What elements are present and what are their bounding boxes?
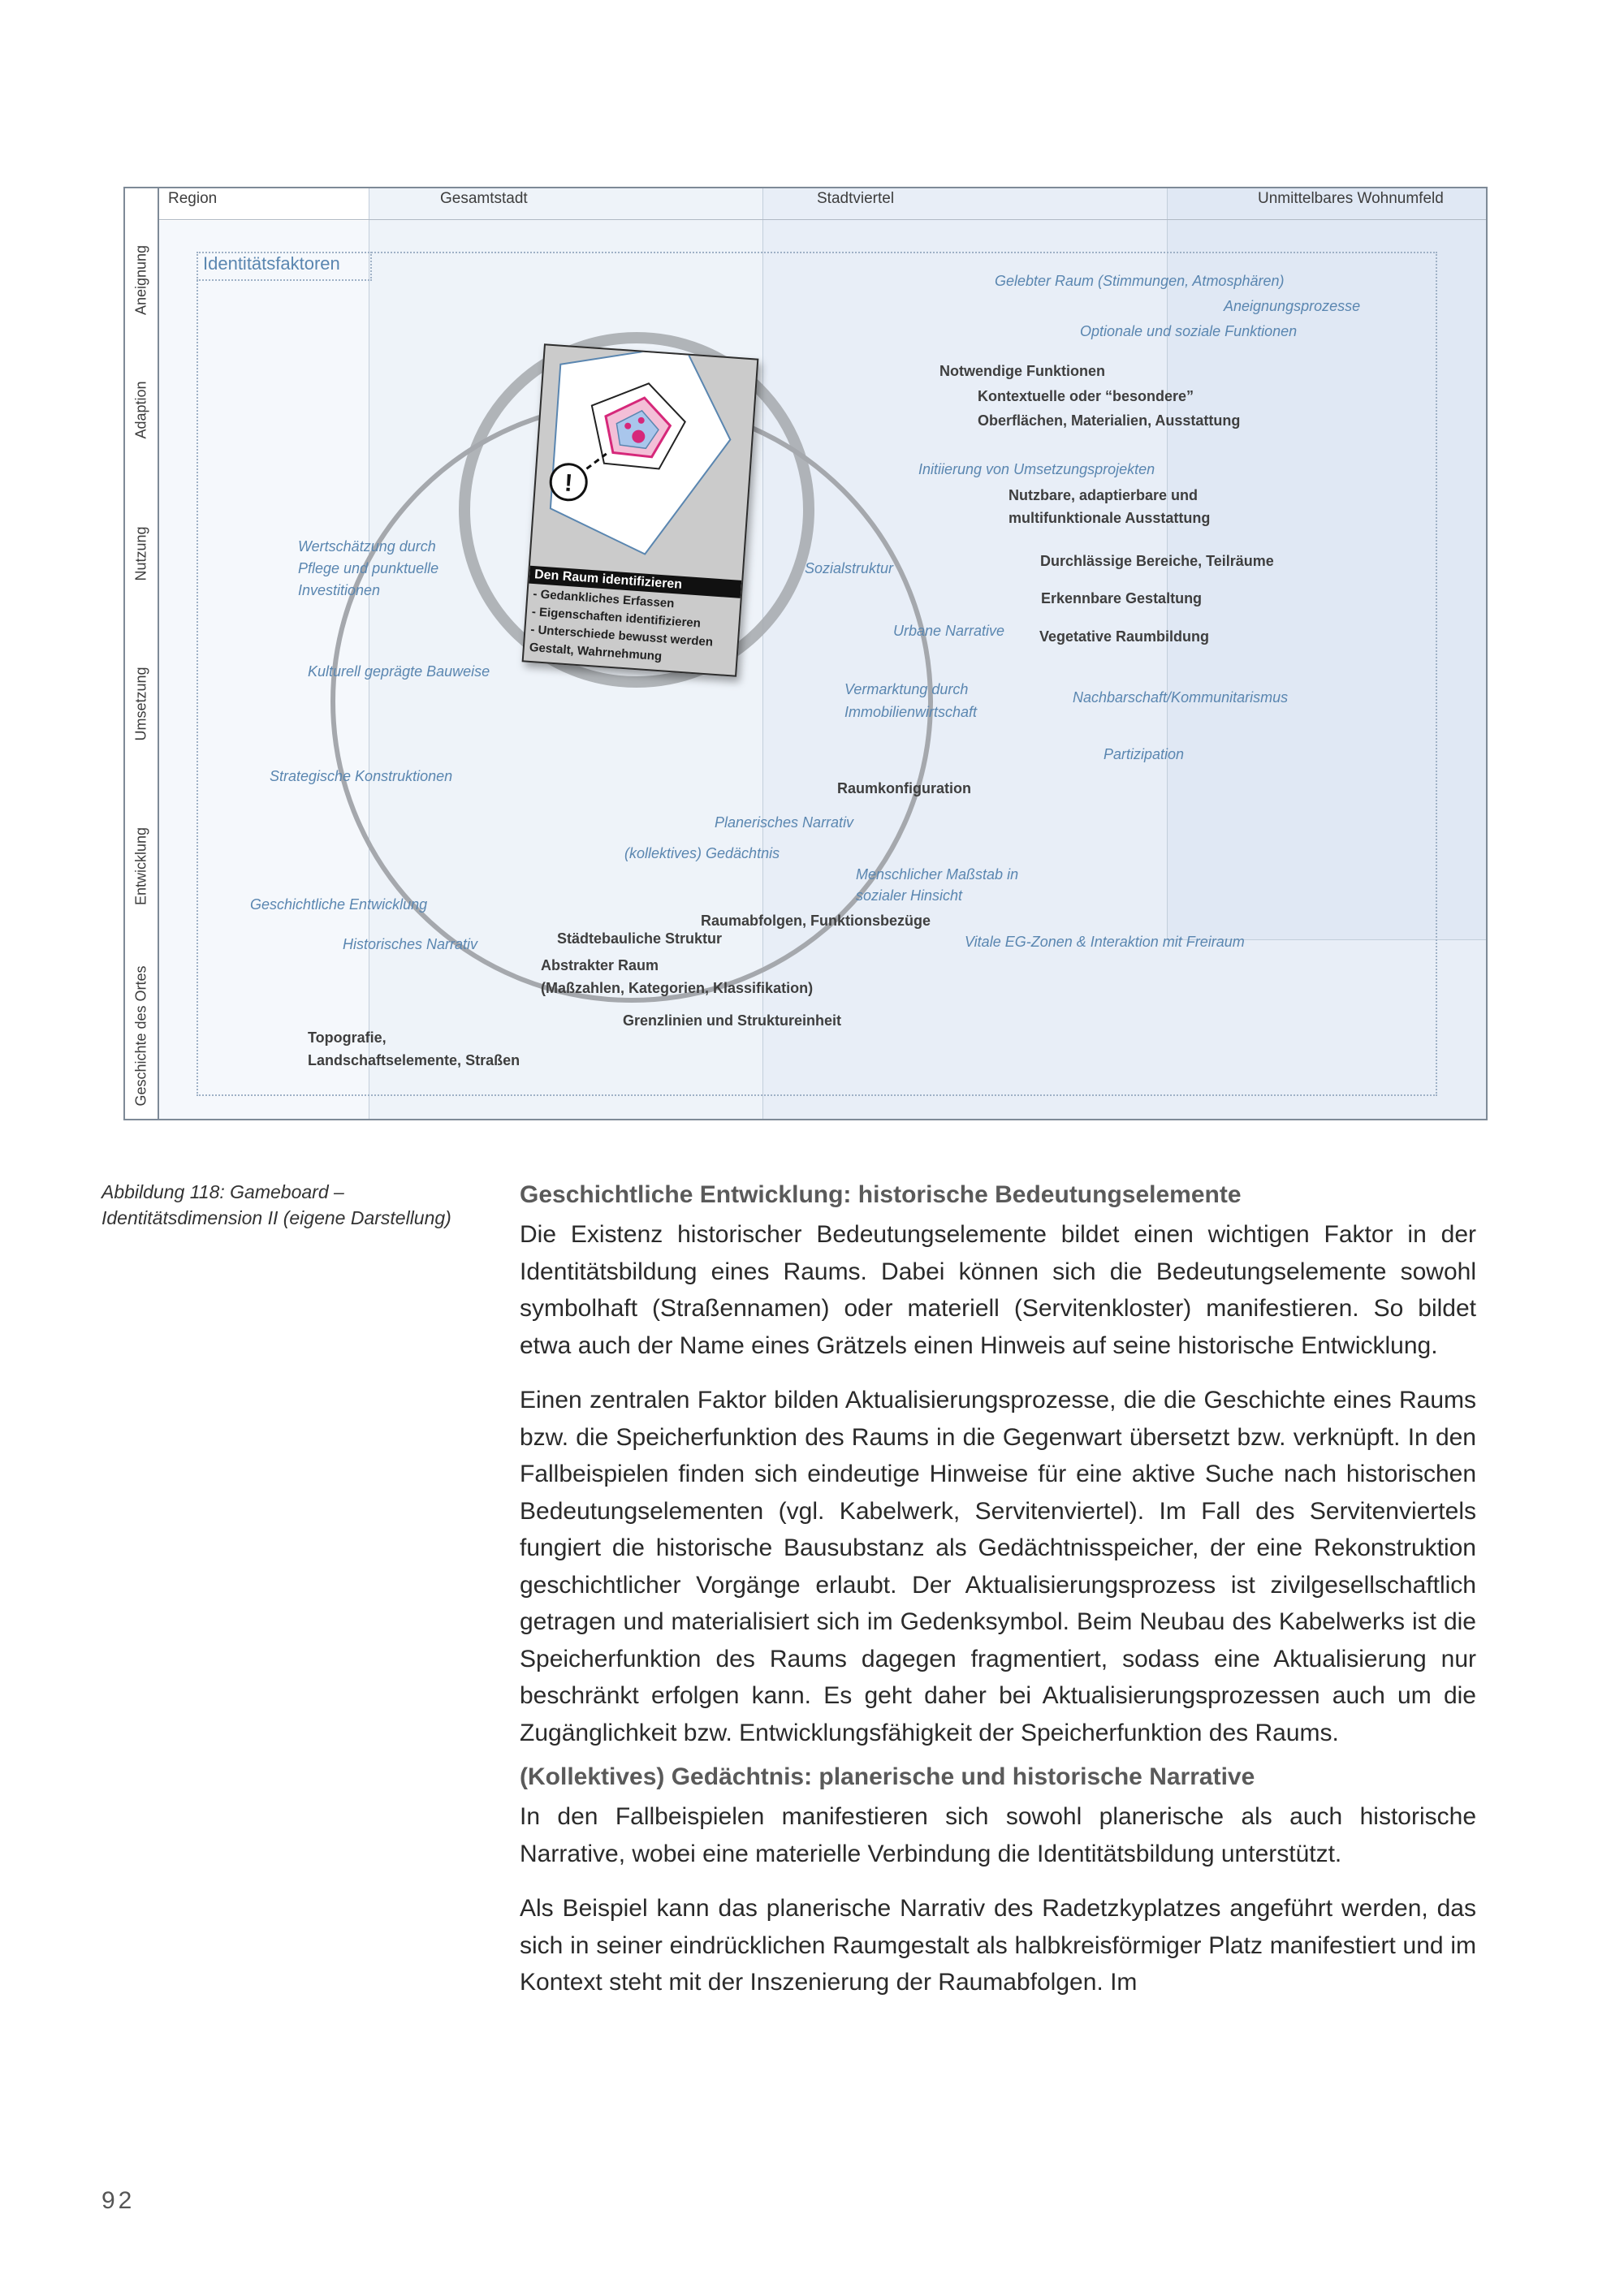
label-vegetative: Vegetative Raumbildung bbox=[1039, 628, 1210, 645]
label-partizipation: Partizipation bbox=[1104, 746, 1185, 762]
label-menschlicher-2: sozialer Hinsicht bbox=[856, 887, 963, 904]
label-kollektives: (kollektives) Gedächtnis bbox=[624, 845, 780, 861]
header-divider bbox=[158, 219, 1486, 220]
label-abstrakter-2: (Maßzahlen, Kategorien, Klassifikation) bbox=[541, 980, 814, 996]
label-erkennbare: Erkennbare Gestaltung bbox=[1041, 590, 1203, 606]
label-kulturell: Kulturell geprägte Bauweise bbox=[308, 663, 490, 680]
figure-caption: Abbildung 118: Gameboard – Identitätsdim… bbox=[102, 1179, 508, 1231]
label-geschichtliche: Geschichtliche Entwicklung bbox=[250, 896, 428, 913]
identitaetsfaktoren-label: Identitätsfaktoren bbox=[203, 253, 340, 274]
dot-large bbox=[632, 429, 646, 443]
exclamation-icon: ! bbox=[564, 469, 573, 497]
zone-wohnumfeld bbox=[1167, 188, 1486, 940]
row-label-column bbox=[125, 188, 159, 1119]
label-wertschaetzung-2: Pflege und punktuelle bbox=[298, 560, 439, 576]
caption-line: Abbildung 118: Gameboard – bbox=[102, 1181, 344, 1202]
label-wertschaetzung-3: Investitionen bbox=[298, 582, 381, 598]
label-aneignungsprozesse: Aneignungsprozesse bbox=[1224, 298, 1361, 314]
label-urbane-narrative: Urbane Narrative bbox=[893, 623, 1005, 639]
label-topografie-2: Landschaftselemente, Straßen bbox=[308, 1052, 520, 1068]
dot-small-1 bbox=[624, 422, 632, 429]
label-vermarktung-1: Vermarktung durch bbox=[844, 681, 969, 697]
label-planerisches: Planerisches Narrativ bbox=[715, 814, 854, 831]
paragraph: Als Beispiel kann das planerische Narrat… bbox=[520, 1895, 1476, 1996]
label-kontextuelle-2: Oberflächen, Materialien, Ausstattung bbox=[978, 412, 1241, 429]
paragraph: In den Fallbeispielen manifestieren sich… bbox=[520, 1803, 1476, 1867]
paragraph: Die Existenz historischer Bedeutungselem… bbox=[520, 1221, 1476, 1359]
label-gelebter-raum: Gelebter Raum (Stimmungen, Atmosphären) bbox=[995, 273, 1285, 289]
game-card: ! Den Raum identifizieren - Gedankliches… bbox=[521, 343, 759, 677]
identitaetsfaktoren-frame bbox=[197, 252, 1437, 1096]
label-nutzbare-2: multifunktionale Ausstattung bbox=[1009, 510, 1211, 526]
label-optionale: Optionale und soziale Funktionen bbox=[1080, 323, 1298, 339]
gameboard-figure: Region Gesamtstadt Stadtviertel Unmittel… bbox=[123, 187, 1488, 1120]
card-illustration: ! bbox=[549, 345, 732, 555]
label-staedtebauliche: Städtebauliche Struktur bbox=[557, 930, 723, 947]
label-nutzbare-1: Nutzbare, adaptierbare und bbox=[1009, 487, 1199, 503]
label-raumabfolgen: Raumabfolgen, Funktionsbezüge bbox=[701, 913, 931, 929]
label-vitale: Vitale EG-Zonen & Interaktion mit Freira… bbox=[965, 934, 1245, 950]
label-menschlicher-1: Menschlicher Maßstab in bbox=[856, 866, 1019, 883]
card-list: - Gedankliches Erfassen - Eigenschaften … bbox=[529, 585, 737, 671]
label-vermarktung-2: Immobilienwirtschaft bbox=[844, 704, 978, 720]
label-topografie-1: Topografie, bbox=[308, 1029, 387, 1046]
label-historisches: Historisches Narrativ bbox=[343, 936, 478, 952]
section-heading: Geschichtliche Entwicklung: historische … bbox=[520, 1181, 1242, 1208]
label-sozialstruktur: Sozialstruktur bbox=[805, 560, 894, 576]
col-header-wohnumfeld: Unmittelbares Wohnumfeld bbox=[1258, 190, 1444, 207]
blue-pentagon bbox=[615, 409, 659, 450]
col-header-stadtviertel: Stadtviertel bbox=[817, 190, 895, 207]
exclamation-circle bbox=[549, 463, 588, 502]
label-durchlaessige: Durchlässige Bereiche, Teilräume bbox=[1040, 553, 1274, 569]
label-abstrakter-1: Abstrakter Raum bbox=[541, 957, 659, 973]
col-header-region: Region bbox=[168, 190, 218, 207]
caption-line: Identitätsdimension II (eigene Darstellu… bbox=[102, 1207, 451, 1228]
label-initiierung: Initiierung von Umsetzungsprojekten bbox=[918, 461, 1155, 477]
section-heading: (Kollektives) Gedächtnis: planerische un… bbox=[520, 1763, 1255, 1790]
identitaetsfaktoren-tab bbox=[197, 252, 372, 281]
label-notwendige: Notwendige Funktionen bbox=[939, 363, 1105, 379]
label-wertschaetzung-1: Wertschätzung durch bbox=[298, 538, 436, 555]
col-header-gesamtstadt: Gesamtstadt bbox=[440, 190, 528, 207]
label-nachbarschaft: Nachbarschaft/Kommunitarismus bbox=[1073, 689, 1289, 706]
page-number: 92 bbox=[102, 2187, 136, 2214]
body-text: Geschichtliche Entwicklung: historische … bbox=[520, 1179, 1476, 2019]
label-raumkonfiguration: Raumkonfiguration bbox=[837, 780, 971, 796]
paragraph: Einen zentralen Faktor bilden Aktualisie… bbox=[520, 1387, 1476, 1746]
dot-small-2 bbox=[637, 416, 645, 424]
inner-circle bbox=[459, 332, 814, 688]
label-strategische: Strategische Konstruktionen bbox=[270, 768, 453, 784]
label-grenzlinien: Grenzlinien und Struktureinheit bbox=[623, 1012, 842, 1029]
label-kontextuelle-1: Kontextuelle oder “besondere” bbox=[978, 388, 1194, 404]
